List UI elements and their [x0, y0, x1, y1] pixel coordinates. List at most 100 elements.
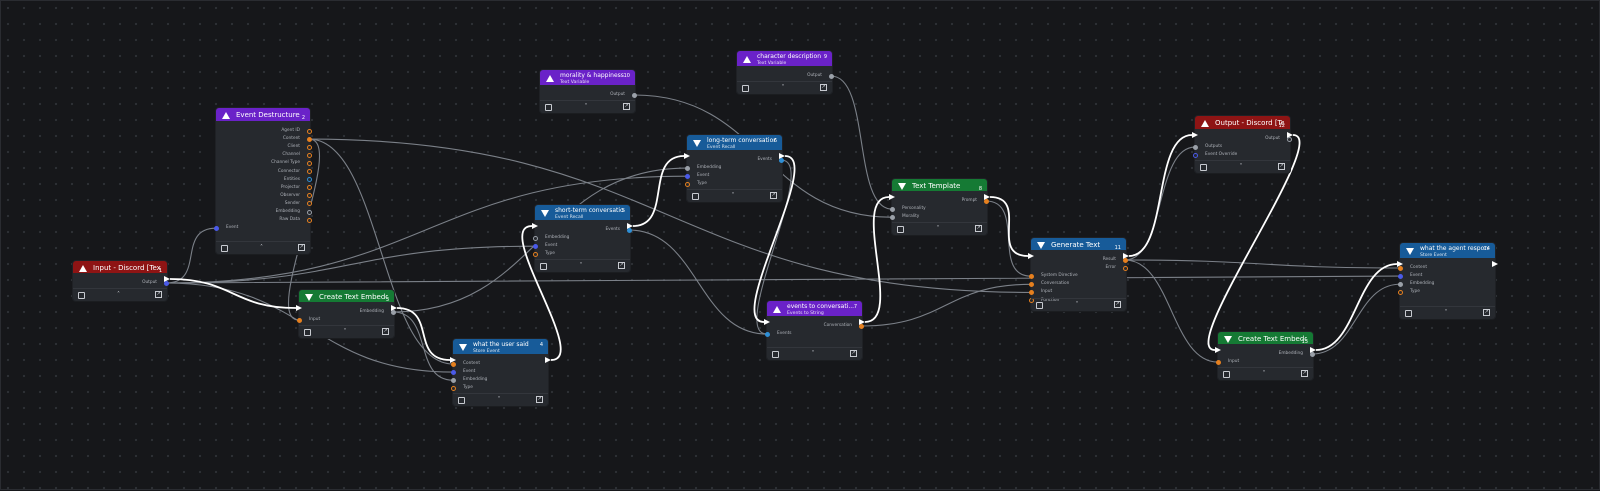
data-wire[interactable]	[392, 311, 454, 381]
chevron-up-icon[interactable]: ˄	[936, 225, 940, 233]
exec-wire[interactable]	[632, 155, 685, 227]
output-port-socket[interactable]	[306, 152, 312, 158]
checkbox-icon[interactable]	[1405, 309, 1412, 317]
input-port-socket[interactable]	[1192, 144, 1198, 150]
input-port-socket[interactable]	[532, 243, 538, 249]
open-external-icon[interactable]: ↗	[618, 262, 625, 270]
exec-out-arrow-icon[interactable]	[391, 304, 397, 311]
data-wire[interactable]	[985, 200, 1032, 277]
exec-out-arrow-icon[interactable]	[1492, 260, 1498, 267]
input-port-socket[interactable]	[532, 251, 538, 257]
input-port-socket[interactable]	[450, 369, 456, 375]
open-external-icon[interactable]: ↗	[536, 396, 543, 404]
input-port-socket[interactable]	[1028, 298, 1034, 303]
checkbox-icon[interactable]	[897, 226, 904, 234]
exec-in-arrow-icon[interactable]	[764, 318, 770, 325]
exec-in-arrow-icon[interactable]	[1028, 252, 1034, 259]
chevron-up-icon[interactable]: ˄	[260, 244, 263, 252]
open-external-icon[interactable]: ↗	[1301, 370, 1308, 378]
output-port-socket[interactable]	[1122, 265, 1128, 271]
chevron-up-icon[interactable]: ˄	[497, 396, 501, 404]
chevron-up-icon[interactable]: ˄	[1262, 370, 1266, 378]
exec-out-arrow-icon[interactable]	[779, 152, 785, 159]
input-port-socket[interactable]	[1215, 359, 1221, 365]
output-port-socket[interactable]	[306, 201, 312, 207]
checkbox-icon[interactable]	[458, 397, 465, 405]
data-wire[interactable]	[628, 229, 768, 335]
input-port-socket[interactable]	[1397, 265, 1403, 271]
output-port-socket[interactable]	[306, 144, 312, 150]
node-n12[interactable]: Output - Discord [Text]12OutputOutputsEv…	[1192, 116, 1293, 174]
input-port-socket[interactable]	[1028, 273, 1034, 279]
open-external-icon[interactable]: ↗	[382, 328, 389, 336]
chevron-up-icon[interactable]: ˄	[781, 84, 785, 92]
checkbox-icon[interactable]	[692, 193, 699, 201]
output-port-socket[interactable]	[306, 128, 312, 134]
input-port-socket[interactable]	[1397, 273, 1403, 279]
input-port-socket[interactable]	[1192, 152, 1198, 158]
input-port-socket[interactable]	[213, 225, 219, 231]
output-port-socket[interactable]	[306, 209, 312, 215]
exec-wire[interactable]	[989, 196, 1029, 257]
output-port-socket[interactable]	[306, 185, 312, 191]
output-port-socket[interactable]	[1122, 257, 1128, 263]
input-port-socket[interactable]	[684, 181, 690, 187]
node-n13[interactable]: Create Text Embedding13EmbeddingInput˄↗	[1215, 332, 1316, 381]
exec-out-arrow-icon[interactable]	[627, 222, 633, 229]
input-port-socket[interactable]	[450, 377, 456, 383]
output-port-socket[interactable]	[1309, 351, 1315, 357]
input-port-socket[interactable]	[1028, 281, 1034, 287]
output-port-socket[interactable]	[306, 193, 312, 199]
exec-in-arrow-icon[interactable]	[532, 222, 538, 229]
exec-wire[interactable]	[396, 307, 451, 361]
chevron-up-icon[interactable]: ˄	[1075, 300, 1079, 308]
data-wire[interactable]	[860, 283, 1032, 327]
chevron-up-icon[interactable]: ˄	[1239, 163, 1243, 171]
open-external-icon[interactable]: ↗	[975, 225, 982, 233]
data-wire[interactable]	[165, 227, 217, 284]
input-port-socket[interactable]	[1028, 289, 1034, 295]
node-n6[interactable]: long-term conversation re...Event Recall…	[684, 135, 785, 203]
data-wire[interactable]	[165, 275, 1401, 284]
exec-out-arrow-icon[interactable]	[545, 356, 551, 363]
exec-in-arrow-icon[interactable]	[1215, 346, 1221, 353]
input-port-socket[interactable]	[296, 317, 302, 323]
checkbox-icon[interactable]	[772, 351, 779, 359]
chevron-up-icon[interactable]: ˄	[117, 291, 120, 299]
open-external-icon[interactable]: ↗	[155, 291, 162, 299]
input-port-socket[interactable]	[684, 173, 690, 179]
node-header[interactable]: Input - Discord [Text]1	[73, 261, 167, 273]
chevron-up-icon[interactable]: ˄	[584, 103, 588, 111]
open-external-icon[interactable]: ↗	[770, 192, 777, 200]
open-external-icon[interactable]: ↗	[820, 84, 827, 92]
exec-in-arrow-icon[interactable]	[1397, 260, 1403, 267]
input-port-socket[interactable]	[889, 206, 895, 212]
exec-in-arrow-icon[interactable]	[684, 152, 690, 159]
data-wire[interactable]	[1124, 259, 1401, 269]
checkbox-icon[interactable]	[742, 85, 749, 93]
node-header[interactable]: short-term conversation r...Event Recall…	[535, 205, 630, 220]
output-port-socket[interactable]	[163, 280, 169, 286]
chevron-up-icon[interactable]: ˄	[731, 192, 735, 200]
chevron-up-icon[interactable]: ˄	[579, 262, 583, 270]
exec-wire[interactable]	[169, 278, 297, 309]
exec-wire[interactable]	[1128, 134, 1193, 257]
output-port-socket[interactable]	[828, 73, 834, 79]
chevron-up-icon[interactable]: ˄	[811, 350, 815, 358]
open-external-icon[interactable]: ↗	[1278, 163, 1285, 171]
output-port-socket[interactable]	[306, 177, 312, 183]
checkbox-icon[interactable]	[304, 329, 311, 337]
exec-wire[interactable]	[864, 196, 890, 323]
exec-wire[interactable]	[1315, 263, 1398, 351]
chevron-up-icon[interactable]: ˄	[1444, 308, 1448, 316]
